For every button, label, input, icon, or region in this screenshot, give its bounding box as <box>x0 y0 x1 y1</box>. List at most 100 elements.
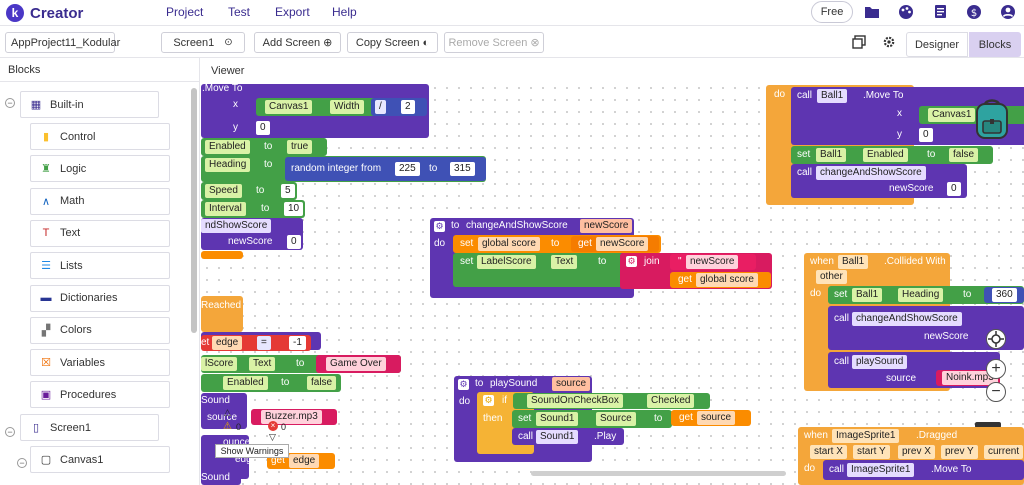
blocks-tab[interactable]: Blocks <box>969 32 1021 57</box>
move-to-block[interactable]: .Move To x Canvas1 Width / 2 y 0 <box>201 83 429 138</box>
variable-field[interactable]: edge <box>289 454 320 468</box>
property-dropdown[interactable]: Text <box>551 255 578 269</box>
number-block[interactable]: 360 <box>984 287 1024 303</box>
random-integer-block[interactable]: random integer from 225 to 315 <box>285 157 486 181</box>
gear-icon[interactable]: ⚙ <box>626 256 637 267</box>
trash-can-icon[interactable] <box>975 422 1001 428</box>
set-enabled-block[interactable]: Enabled to true <box>201 138 327 156</box>
text-field[interactable]: Buzzer.mp3 <box>261 410 322 424</box>
property-dropdown[interactable]: Enabled <box>205 140 250 154</box>
call-play-block[interactable]: call Sound1 .Play <box>512 428 624 445</box>
gallery-icon[interactable] <box>851 35 867 51</box>
call-sound-block[interactable]: Sound <box>201 470 241 485</box>
collapse-toggle-icon[interactable]: − <box>17 458 27 468</box>
get-block[interactable]: get newScore <box>571 236 659 252</box>
component-dropdown[interactable]: LabelScore <box>477 255 536 269</box>
number-field[interactable]: 0 <box>256 121 270 135</box>
property-dropdown[interactable]: Text <box>249 357 276 371</box>
call-playsound-block[interactable]: call playSound source Noink.mp3 <box>828 352 1000 388</box>
add-screen-button[interactable]: Add Screen ⊕ <box>254 32 341 53</box>
set-heading-block[interactable]: Heading to random integer from 225 to 31… <box>201 156 486 182</box>
tree-item-colors[interactable]: ▞Colors <box>30 316 170 344</box>
gear-icon[interactable]: ⚙ <box>458 379 469 390</box>
boolean-dropdown[interactable]: false <box>307 376 337 390</box>
call-move-to-block[interactable]: call ImageSprite1 .Move To <box>823 460 1024 480</box>
set-interval-block[interactable]: Interval to 10 <box>201 200 305 218</box>
variable-field[interactable]: newScore <box>596 237 649 251</box>
property-dropdown[interactable]: Checked <box>647 394 695 408</box>
procedure-dropdown[interactable]: ndShowScore <box>201 219 272 233</box>
component-dropdown[interactable]: lScore <box>201 357 238 371</box>
text-block[interactable]: Buzzer.mp3 <box>251 409 337 425</box>
set-text-block[interactable]: lScore Text to Game Over <box>201 355 401 373</box>
property-dropdown[interactable]: Interval <box>205 202 246 216</box>
text-block[interactable]: " newScore <box>670 254 756 270</box>
set-source-block[interactable]: set Sound1 Source to <box>512 410 672 428</box>
variable-field[interactable]: global score <box>696 273 758 287</box>
tree-item-math[interactable]: ∧Math <box>30 187 170 215</box>
warning-down-arrow-icon[interactable]: ▽ <box>269 432 276 442</box>
tree-item-canvas1[interactable]: ▢ Canvas1 <box>30 446 170 473</box>
menu-test[interactable]: Test <box>228 5 251 19</box>
parameter-field[interactable]: current <box>984 445 1024 459</box>
parameter-field[interactable]: other <box>816 270 847 284</box>
set-speed-block[interactable]: Speed to 5 <box>201 182 297 200</box>
palette-icon[interactable] <box>898 4 914 20</box>
number-field[interactable]: 225 <box>395 162 420 176</box>
set-heading-block[interactable]: set Ball1 Heading to 360 <box>828 286 1024 304</box>
edge-reached-event-block[interactable]: Reached <box>201 296 243 332</box>
collapse-toggle-icon[interactable]: − <box>5 427 15 437</box>
menu-project[interactable]: Project <box>166 5 204 19</box>
parameter-field[interactable]: prev X <box>898 445 935 459</box>
number-field[interactable]: -1 <box>289 336 306 350</box>
number-field[interactable]: 2 <box>401 100 415 114</box>
get-block[interactable]: get source <box>671 410 751 426</box>
property-dropdown[interactable]: Heading <box>205 158 251 172</box>
text-block[interactable]: Noink.mp3 <box>936 370 1000 386</box>
number-field[interactable]: 315 <box>450 162 475 176</box>
call-procedure-block[interactable]: call changeAndShowScore newScore 0 <box>791 164 967 198</box>
boolean-dropdown[interactable]: false <box>949 148 979 162</box>
component-dropdown[interactable]: ImageSprite1 <box>832 429 900 443</box>
viewer-horizontal-scrollbar[interactable] <box>531 471 786 476</box>
menu-export[interactable]: Export <box>275 5 310 19</box>
project-name-field[interactable]: AppProject11_Kodular <box>5 32 120 53</box>
plan-badge[interactable]: Free <box>811 1 853 23</box>
property-dropdown[interactable]: Source <box>596 412 636 426</box>
variable-dropdown[interactable]: global score <box>478 237 540 251</box>
boolean-dropdown[interactable]: true <box>287 140 313 154</box>
number-field[interactable]: 5 <box>281 184 295 198</box>
component-dropdown[interactable]: ImageSprite1 <box>847 463 915 477</box>
blocks-viewer[interactable]: Viewer .Move To x Canvas1 Width / 2 y 0 … <box>201 58 1024 485</box>
tree-item-dictionaries[interactable]: ▬Dictionaries <box>30 284 170 312</box>
panel-scrollbar[interactable] <box>191 88 197 333</box>
folder-icon[interactable] <box>864 4 880 20</box>
parameter-field[interactable]: source <box>552 377 591 391</box>
property-dropdown[interactable]: Enabled <box>863 148 908 162</box>
component-dropdown[interactable]: Ball1 <box>838 255 869 269</box>
tree-item-screen1[interactable]: ▯ Screen1 <box>20 414 159 441</box>
component-dropdown[interactable]: Canvas1 <box>928 108 976 122</box>
zoom-out-button[interactable]: − <box>986 382 1006 402</box>
set-global-block[interactable]: set global score to get newScore <box>453 235 661 253</box>
component-dropdown[interactable]: Sound1 <box>536 430 579 444</box>
get-block[interactable]: get global score <box>670 272 771 288</box>
join-block[interactable]: ⚙ join " newScore get global score <box>620 253 772 289</box>
property-dropdown[interactable]: Enabled <box>223 376 268 390</box>
set-enabled-block[interactable]: set Ball1 Enabled to false <box>791 146 993 164</box>
number-field[interactable]: 360 <box>992 288 1017 302</box>
call-sound-block[interactable]: Sound source <box>201 393 247 429</box>
checkbox-checked-block[interactable]: SoundOnCheckBox Checked <box>513 393 710 409</box>
parameter-field[interactable]: start Y <box>853 445 890 459</box>
app-logo[interactable]: k Creator <box>6 4 83 22</box>
component-dropdown[interactable]: Ball1 <box>852 288 883 302</box>
procedure-dropdown[interactable]: playSound <box>852 355 908 369</box>
text-field[interactable]: Noink.mp3 <box>942 371 998 385</box>
zoom-in-button[interactable]: + <box>986 359 1006 379</box>
account-icon[interactable] <box>1000 4 1016 20</box>
procedure-name[interactable]: changeAndShowScore <box>466 220 568 231</box>
property-dropdown[interactable]: Width <box>330 100 364 114</box>
error-circle-icon[interactable]: × <box>268 421 278 431</box>
procedure-dropdown[interactable]: changeAndShowScore <box>816 166 926 180</box>
call-procedure-block[interactable]: ndShowScore newScore 0 <box>201 218 303 250</box>
